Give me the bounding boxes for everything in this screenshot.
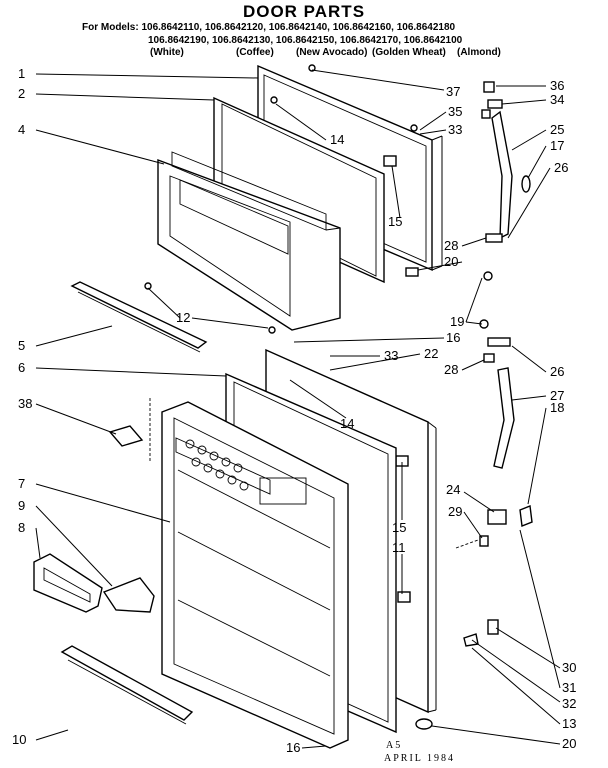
callout-19: 19 [450, 314, 464, 329]
callout-4: 4 [18, 122, 25, 137]
callout-28-upper: 28 [444, 238, 458, 253]
callout-27: 27 [550, 388, 564, 403]
callout-36: 36 [550, 78, 564, 93]
callout-labels: 1 2 4 12 5 6 38 7 9 8 10 16 37 14 15 35 … [12, 66, 576, 755]
callout-37: 37 [446, 84, 460, 99]
fresh-food-door-shelf-bar [60, 645, 194, 725]
freezer-screws [144, 64, 418, 334]
color-almond: (Almond) [457, 47, 501, 58]
models-line-1: For Models: 106.8642110, 106.8642120, 10… [82, 22, 456, 33]
shelf-retainer-card [108, 398, 151, 462]
color-golden-wheat: (Golden Wheat) [372, 47, 446, 58]
fresh-food-handle [455, 319, 533, 647]
callout-8: 8 [18, 520, 25, 535]
callout-7: 7 [18, 476, 25, 491]
freezer-door-gasket [213, 96, 385, 284]
dairy-compartment-door [33, 553, 103, 613]
callout-26-lower: 26 [550, 364, 564, 379]
callout-29: 29 [448, 504, 462, 519]
callout-9: 9 [18, 498, 25, 513]
callout-28-lower: 28 [444, 362, 458, 377]
callout-20-lower: 20 [562, 736, 576, 751]
callout-14-lower: 14 [340, 416, 354, 431]
callout-26-upper: 26 [554, 160, 568, 175]
footer-date: APRIL 1984 [384, 753, 455, 764]
callout-11: 11 [392, 540, 406, 555]
color-white: (White) [150, 47, 184, 58]
callout-2: 2 [18, 86, 25, 101]
callout-16-upper: 16 [446, 330, 460, 345]
callout-15-upper: 15 [388, 214, 402, 229]
callout-32: 32 [562, 696, 576, 711]
callout-33-lower: 33 [384, 348, 398, 363]
callout-12: 12 [176, 310, 190, 325]
callout-18: 18 [550, 400, 564, 415]
callout-24: 24 [446, 482, 460, 497]
callout-10: 10 [12, 732, 26, 747]
freezer-door-shelf-bar [70, 281, 208, 353]
egg-tray [185, 439, 249, 491]
fresh-food-door-liner [161, 401, 349, 749]
callout-16-lower: 16 [286, 740, 300, 755]
models-line-2: 106.8642190, 106.8642130, 106.8642150, 1… [148, 35, 463, 46]
freezer-door-liner [157, 151, 341, 331]
callout-25: 25 [550, 122, 564, 137]
callout-34: 34 [550, 92, 564, 107]
butter-compartment-door [102, 577, 155, 613]
callout-5: 5 [18, 338, 25, 353]
callout-33-upper: 33 [448, 122, 462, 137]
callout-15-lower: 15 [392, 520, 406, 535]
page-title: DOOR PARTS [242, 2, 366, 21]
leader-lines [35, 69, 561, 749]
callout-13: 13 [562, 716, 576, 731]
callout-35: 35 [448, 104, 462, 119]
callout-20-upper: 20 [444, 254, 458, 269]
color-new-avocado: (New Avocado) [296, 47, 368, 58]
callout-17: 17 [550, 138, 564, 153]
color-coffee: (Coffee) [236, 47, 274, 58]
callout-6: 6 [18, 360, 25, 375]
callout-31: 31 [562, 680, 576, 695]
footer-code: A5 [386, 740, 402, 751]
callout-30: 30 [562, 660, 576, 675]
callout-38: 38 [18, 396, 32, 411]
callout-22: 22 [424, 346, 438, 361]
callout-14-upper: 14 [330, 132, 344, 147]
freezer-handle [481, 81, 531, 281]
callout-1: 1 [18, 66, 25, 81]
